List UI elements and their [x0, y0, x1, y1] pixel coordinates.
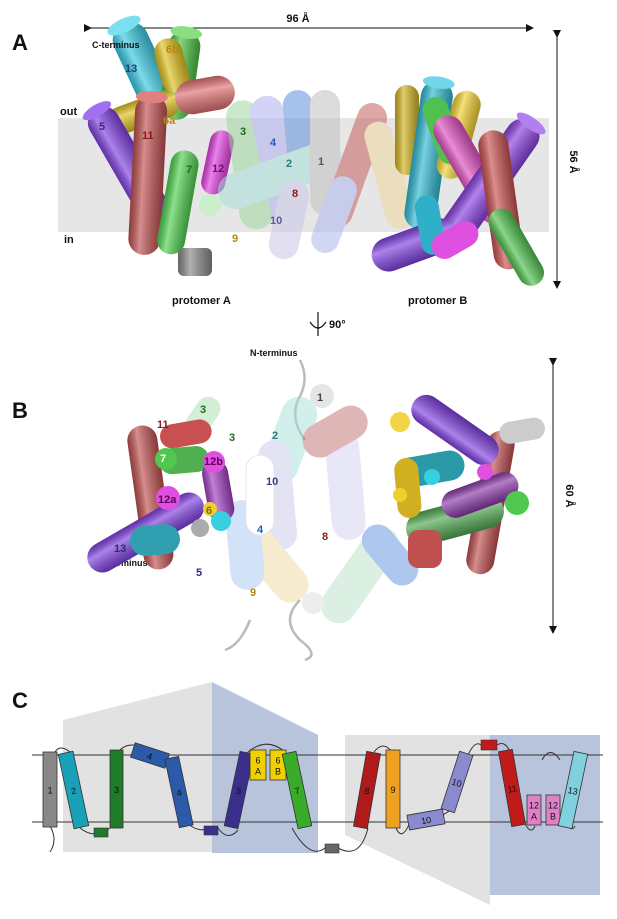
- panel-c-label: C: [12, 688, 28, 713]
- panel-a-helix-label-2: 6a: [163, 115, 176, 127]
- rotation-icon: [309, 312, 327, 336]
- topology-helix-14: 12A: [526, 794, 542, 826]
- panel-a-helix-label-8: 1: [318, 156, 324, 168]
- topology-helix-4: 4: [164, 755, 194, 829]
- panel-b-helix-label-11: 8: [322, 531, 328, 543]
- panel-a-helix-labels: 13 6b 6a 5 11 3 42 1 12 7 8 10 9: [99, 44, 324, 245]
- topology-helix-label-6-1: A: [255, 767, 261, 777]
- topology-helix-13: 11: [498, 748, 526, 828]
- topology-loop-box-3: [480, 739, 498, 751]
- topology-helix-8: 7: [281, 750, 313, 830]
- rotation-label: 90°: [329, 319, 346, 331]
- protomer-a-label: protomer A: [172, 295, 231, 307]
- topology-helix-label-13-0: 11: [507, 783, 518, 794]
- domain-n-left: [63, 682, 212, 852]
- panel-b-helix-label-1: 3: [200, 404, 206, 416]
- topology-helix-16: 13: [557, 750, 589, 830]
- in-label: in: [64, 234, 74, 246]
- topology-helix-label-12-0: 10: [420, 815, 432, 827]
- topology-helix-label-4-0: 4: [176, 788, 183, 799]
- panel-b-helix-label-13: 5: [196, 567, 202, 579]
- panel-a-helix-label-10: 7: [186, 164, 192, 176]
- panel-b-helix-label-10: 4: [257, 524, 264, 536]
- panel-a-c-terminus: C-terminus: [92, 40, 140, 50]
- topology-helix-label-2-0: 3: [114, 785, 119, 795]
- panel-b-helix-label-0: 1: [317, 392, 323, 404]
- topology-loop-box-0: [93, 827, 109, 838]
- topology-loop-box-1: [203, 825, 219, 836]
- topology-helix-11: 10: [440, 750, 474, 814]
- panel-b-helix-label-8: 12a: [158, 494, 177, 506]
- panel-a-helix-label-7: 2: [286, 158, 292, 170]
- panel-a-helix-label-0: 13: [125, 63, 137, 75]
- topology-helix-label-16-0: 13: [567, 785, 579, 797]
- topology-helix-label-1-0: 2: [70, 786, 77, 797]
- panel-a-helix-label-4: 11: [142, 130, 154, 142]
- panel-a-helix-label-12: 10: [270, 215, 282, 227]
- panel-a-helix-label-1: 6b: [166, 44, 179, 56]
- panel-b-helix-label-5: 7: [160, 453, 166, 465]
- topology-helix-label-5-0: 5: [235, 786, 242, 797]
- panel-a-label: A: [12, 30, 28, 55]
- topology-helix-label-9-0: 8: [363, 786, 370, 797]
- topology-helix-label-14-0: 12: [529, 801, 539, 811]
- topology-helix-label-7-0: 6: [275, 756, 280, 766]
- topology-helix-label-10-0: 9: [390, 785, 395, 795]
- panel-a-helix-label-5: 3: [240, 126, 246, 138]
- panel-b-helix-label-6: 12b: [204, 456, 223, 468]
- topology-helix-label-8-0: 7: [294, 786, 301, 797]
- panel-b-helix-label-3: 2: [272, 430, 278, 442]
- panel-b-protomer-a-helices: [87, 419, 235, 573]
- panel-b-helix-label-2: 11: [157, 419, 169, 431]
- panel-b-helix-label-7: 10: [266, 476, 278, 488]
- topology-loop-box-2: [324, 843, 340, 854]
- width-label: 96 Å: [286, 12, 309, 25]
- central-helices: [217, 90, 414, 260]
- topology-helix-label-15-1: B: [550, 812, 556, 822]
- panel-b-central-helices: [186, 384, 419, 624]
- topology-helix-label-15-0: 12: [548, 801, 558, 811]
- topology-helix-12: 10: [406, 808, 446, 831]
- panel-b-n-terminus: N-terminus: [250, 348, 298, 358]
- topology-helix-10: 9: [385, 749, 401, 829]
- protomer-b-helices: [371, 76, 546, 286]
- topology-helix-label-14-1: A: [531, 812, 537, 822]
- topology-helix-label-6-0: 6: [255, 756, 260, 766]
- topology-helix-15: 12B: [545, 794, 561, 826]
- topology-helix-label-3-0: 4: [146, 751, 154, 762]
- topology-helix-2: 3: [109, 749, 124, 829]
- panel-a-helix-label-13: 9: [232, 233, 238, 245]
- panel-b-helix-label-12: 13: [114, 543, 126, 555]
- topology-helix-label-7-1: B: [275, 767, 281, 777]
- panel-a-helix-label-3: 5: [99, 121, 105, 133]
- out-label: out: [60, 106, 77, 118]
- topology-helix-label-0-0: 1: [47, 786, 52, 796]
- topology-helix-6: 6A: [249, 749, 267, 781]
- panel-a-helix-label-11: 8: [292, 188, 298, 200]
- panel-b-helix-label-4: 3: [229, 432, 235, 444]
- panel-b-helix-label-14: 9: [250, 587, 256, 599]
- topology-helix-0: 1: [42, 751, 58, 828]
- protomer-a-helices: [82, 15, 235, 276]
- topology-helix-1: 2: [57, 750, 90, 830]
- panel-b-c-terminus: C-terminus: [100, 558, 148, 568]
- panel-a-helix-label-9: 12: [212, 163, 224, 175]
- topology-helix-5: 5: [223, 750, 255, 830]
- panel-b-helix-label-9: 6: [206, 505, 212, 517]
- panel-a-helix-label-6: 4: [270, 137, 277, 149]
- panel-b-height-label: 60 Å: [563, 484, 576, 507]
- topology-helix-9: 8: [353, 750, 381, 830]
- height-label: 56 Å: [567, 150, 580, 173]
- topology-helix-label-11-0: 10: [450, 777, 463, 790]
- protomer-b-label: protomer B: [408, 295, 467, 307]
- panel-b-label: B: [12, 398, 28, 423]
- panel-b-protomer-b-helices: [390, 394, 545, 575]
